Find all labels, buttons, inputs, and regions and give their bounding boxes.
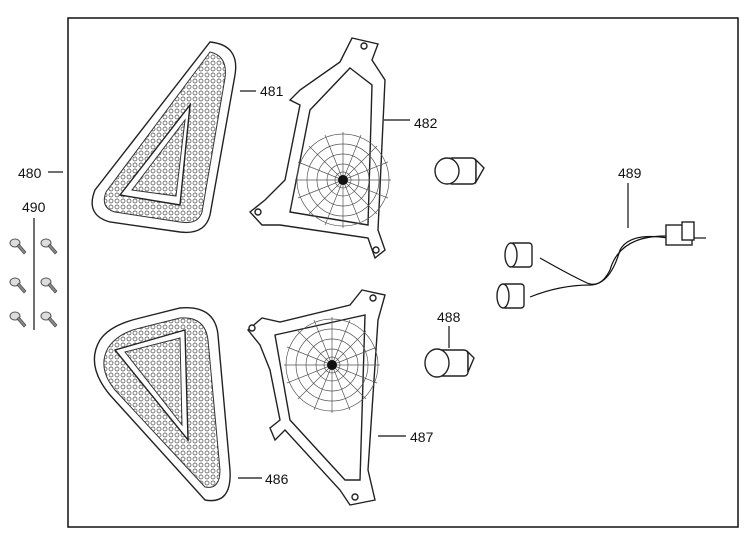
label-481: 481 [260, 83, 284, 99]
label-488: 488 [437, 309, 461, 325]
label-480: 480 [18, 165, 42, 181]
upper-bulb-part [434, 157, 485, 185]
lower-housing-part [247, 289, 386, 506]
label-486: 486 [265, 471, 289, 487]
upper-housing-part [248, 37, 392, 260]
label-482: 482 [414, 115, 438, 131]
label-490: 490 [22, 199, 46, 215]
lower-lens-part [93, 307, 231, 502]
upper-lens-part [91, 41, 237, 234]
label-489: 489 [618, 165, 642, 181]
lower-bulb-part [424, 348, 475, 378]
wiring-harness-part [496, 221, 706, 309]
diagram-frame [67, 17, 739, 528]
label-487: 487 [410, 429, 434, 445]
